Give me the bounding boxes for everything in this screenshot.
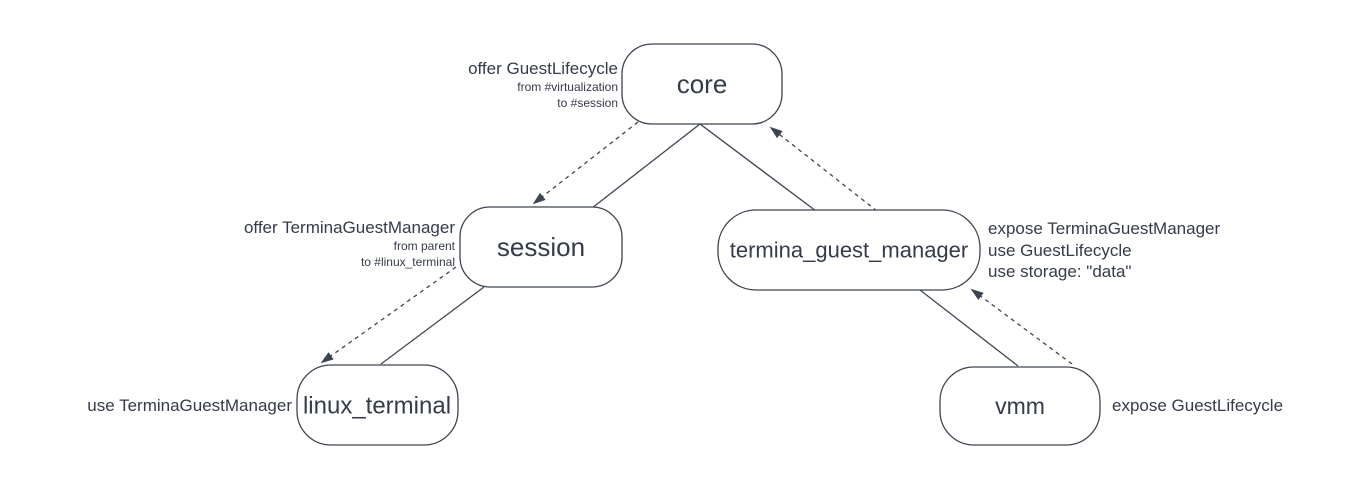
annotation-linux-terminal-line-1: use TerminaGuestManager [87, 396, 292, 415]
annotation-vmm-line-1: expose GuestLifecycle [1112, 396, 1283, 415]
node-termina-guest-manager-shape [717, 209, 981, 291]
node-session-label: session [497, 232, 585, 262]
node-core-shape [621, 43, 783, 125]
edge-core-to-session-route-arrow [532, 121, 639, 205]
node-termina-guest-manager: termina_guest_manager [717, 209, 981, 291]
node-session: session [459, 206, 623, 288]
node-core-label: core [677, 69, 728, 99]
edge-session-to-linux-terminal-route-arrow [320, 266, 457, 364]
edge-core-termina-guest-manager-solid [699, 123, 817, 212]
node-vmm: vmm [939, 366, 1101, 446]
edge-termina-guest-manager-vmm-solid [919, 289, 1019, 367]
annotation-session-line-1: offer TerminaGuestManager [244, 218, 455, 237]
edges-solid [380, 123, 1019, 367]
annotation-linux-terminal: use TerminaGuestManager [87, 396, 292, 415]
annotation-termina-guest-manager-line-2: use GuestLifecycle [988, 241, 1132, 260]
edge-core-session-solid [591, 123, 701, 209]
edge-vmm-to-termina-guest-manager-route-arrow [970, 288, 1073, 365]
annotation-core-line-1: offer GuestLifecycle [468, 59, 618, 78]
annotation-session-line-3: to #linux_terminal [361, 255, 455, 269]
annotation-session-line-2: from parent [394, 239, 456, 253]
node-session-shape [459, 206, 623, 288]
annotation-vmm: expose GuestLifecycle [1112, 396, 1283, 415]
edge-session-linux-terminal-solid [380, 286, 485, 365]
annotation-core-line-3: to #session [557, 96, 618, 110]
annotation-core-line-2: from #virtualization [517, 80, 618, 94]
node-linux-terminal-label: linux_terminal [303, 392, 451, 419]
edge-termina-guest-manager-to-core-route-arrow [769, 126, 878, 212]
annotation-session: offer TerminaGuestManager from parent to… [244, 218, 456, 269]
annotation-termina-guest-manager-line-3: use storage: "data" [988, 262, 1131, 281]
node-termina-guest-manager-label: termina_guest_manager [730, 238, 968, 263]
annotation-termina-guest-manager-line-1: expose TerminaGuestManager [988, 219, 1220, 238]
node-vmm-shape [939, 366, 1101, 446]
annotation-core: offer GuestLifecycle from #virtualizatio… [468, 59, 618, 110]
node-vmm-label: vmm [995, 393, 1045, 419]
node-linux-terminal-shape [296, 364, 459, 446]
annotation-termina-guest-manager: expose TerminaGuestManager use GuestLife… [988, 219, 1220, 281]
node-linux-terminal: linux_terminal [296, 364, 459, 446]
edges-dashed [320, 121, 1073, 365]
node-core: core [621, 43, 783, 125]
